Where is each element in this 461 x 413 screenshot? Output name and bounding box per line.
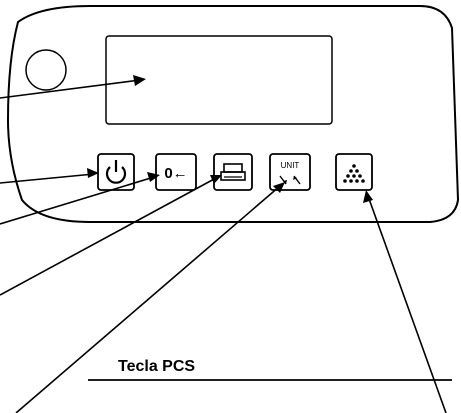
unit-key[interactable]: UNIT	[269, 153, 311, 191]
zero-key-label: 0←	[164, 165, 187, 182]
unit-key-label: UNIT	[281, 161, 300, 170]
pieces-triangle-icon	[343, 164, 365, 183]
print-arrowhead	[210, 175, 222, 184]
pcs-leader	[367, 195, 447, 413]
power-icon	[105, 160, 127, 184]
print-leader	[0, 177, 217, 296]
zero-key[interactable]: 0←	[155, 153, 197, 191]
pcs-arrowhead	[363, 190, 373, 203]
pcs-key[interactable]	[335, 153, 373, 191]
display-leader	[0, 79, 141, 99]
print-key[interactable]	[213, 153, 253, 191]
display-window	[105, 35, 333, 125]
power-arrowhead	[87, 168, 99, 178]
pcs-key-caption: Tecla PCS	[118, 358, 196, 375]
zero-leader	[0, 176, 155, 225]
power-leader	[0, 173, 95, 184]
leader-lines	[0, 75, 452, 413]
zero-arrowhead	[147, 172, 160, 182]
unit-leader	[15, 185, 281, 413]
level-indicator	[25, 49, 67, 91]
panel-outline	[6, 5, 460, 223]
display-arrowhead	[133, 75, 146, 86]
power-key[interactable]	[97, 153, 135, 191]
unit-arrowhead	[273, 182, 285, 193]
